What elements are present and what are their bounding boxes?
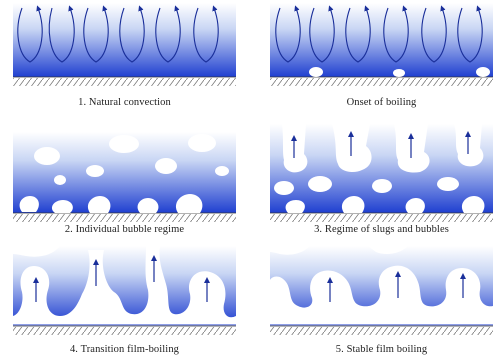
bubble [215, 166, 229, 176]
stable-film-boiling-diagram [258, 236, 493, 358]
vapor-slug [282, 124, 307, 172]
bubble [54, 175, 66, 185]
panel-individual-bubble: 2. Individual bubble regime [0, 116, 240, 236]
panel-stable-film-boiling: 5. Stable film boiling [258, 236, 493, 358]
bubble [476, 67, 490, 77]
bubble [309, 67, 323, 77]
panel-slugs-and-bubbles: 3. Regime of slugs and bubbles [258, 116, 493, 236]
bubble [393, 69, 405, 77]
heated-wall [13, 327, 236, 335]
panel-transition-film-boiling: 4. Transition film-boiling [0, 236, 240, 358]
transition-film-boiling-diagram [0, 236, 240, 358]
heated-wall [13, 78, 236, 86]
caption-natural-convection: 1. Natural convection [13, 97, 236, 108]
heated-wall [13, 214, 236, 222]
caption-stable-film-boiling: 5. Stable film boiling [270, 344, 493, 355]
bubble [86, 165, 104, 177]
panel-natural-convection: 1. Natural convection [0, 0, 240, 116]
bubble [155, 158, 177, 174]
heated-wall [270, 214, 493, 222]
vapor-slug [394, 124, 430, 173]
bubble [109, 135, 139, 153]
caption-transition-film-boiling: 4. Transition film-boiling [13, 344, 236, 355]
bubble [308, 176, 332, 192]
heated-wall [270, 78, 493, 86]
caption-individual-bubble: 2. Individual bubble regime [13, 224, 236, 235]
bubble [34, 147, 60, 165]
caption-onset-of-boiling: Onset of boiling [270, 97, 493, 108]
bubble [437, 177, 459, 191]
liquid-region [13, 3, 236, 77]
bubble [188, 134, 216, 152]
panel-onset-of-boiling: Onset of boiling [258, 0, 493, 116]
individual-bubble-diagram [0, 116, 240, 236]
caption-slugs-and-bubbles: 3. Regime of slugs and bubbles [270, 224, 493, 235]
slugs-and-bubbles-diagram [258, 116, 493, 236]
bubble [274, 181, 294, 195]
heated-wall [270, 327, 493, 335]
bubble [372, 179, 392, 193]
